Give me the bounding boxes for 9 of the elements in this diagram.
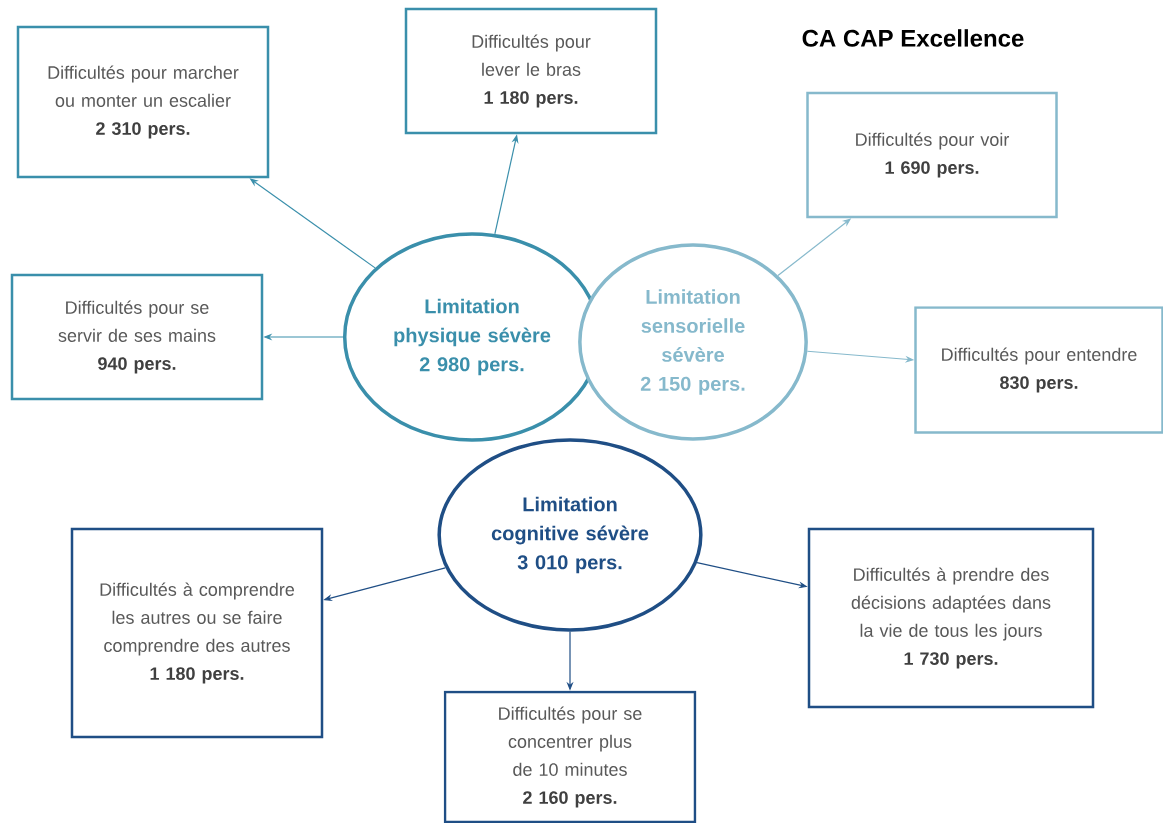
text-box: Difficultés pour marcher ou monter un escalier 2 310 pers. — [16, 25, 270, 179]
text-box: Difficultés à prendre des décisions adaptées dans la vie de tous les jours 1 730 pers. — [807, 527, 1095, 709]
text-box: Difficultés pour voir 1 690 pers. — [806, 91, 1058, 219]
text-box: Difficultés pour se concentrer plus de 10 minutes 2 160 pers. — [443, 690, 697, 823]
title: CA CAP Excellence — [802, 29, 1024, 47]
text-box: Difficultés pour se servir de ses mains 940 pers. — [10, 273, 264, 401]
text-box: Difficultés à comprendre les autres ou se faire comprendre des autres 1 180 pers. — [70, 527, 324, 739]
text-box: Difficultés pour entendre 830 pers. — [914, 306, 1163, 434]
text-box: Difficultés pour lever le bras 1 180 pers. — [404, 7, 658, 135]
